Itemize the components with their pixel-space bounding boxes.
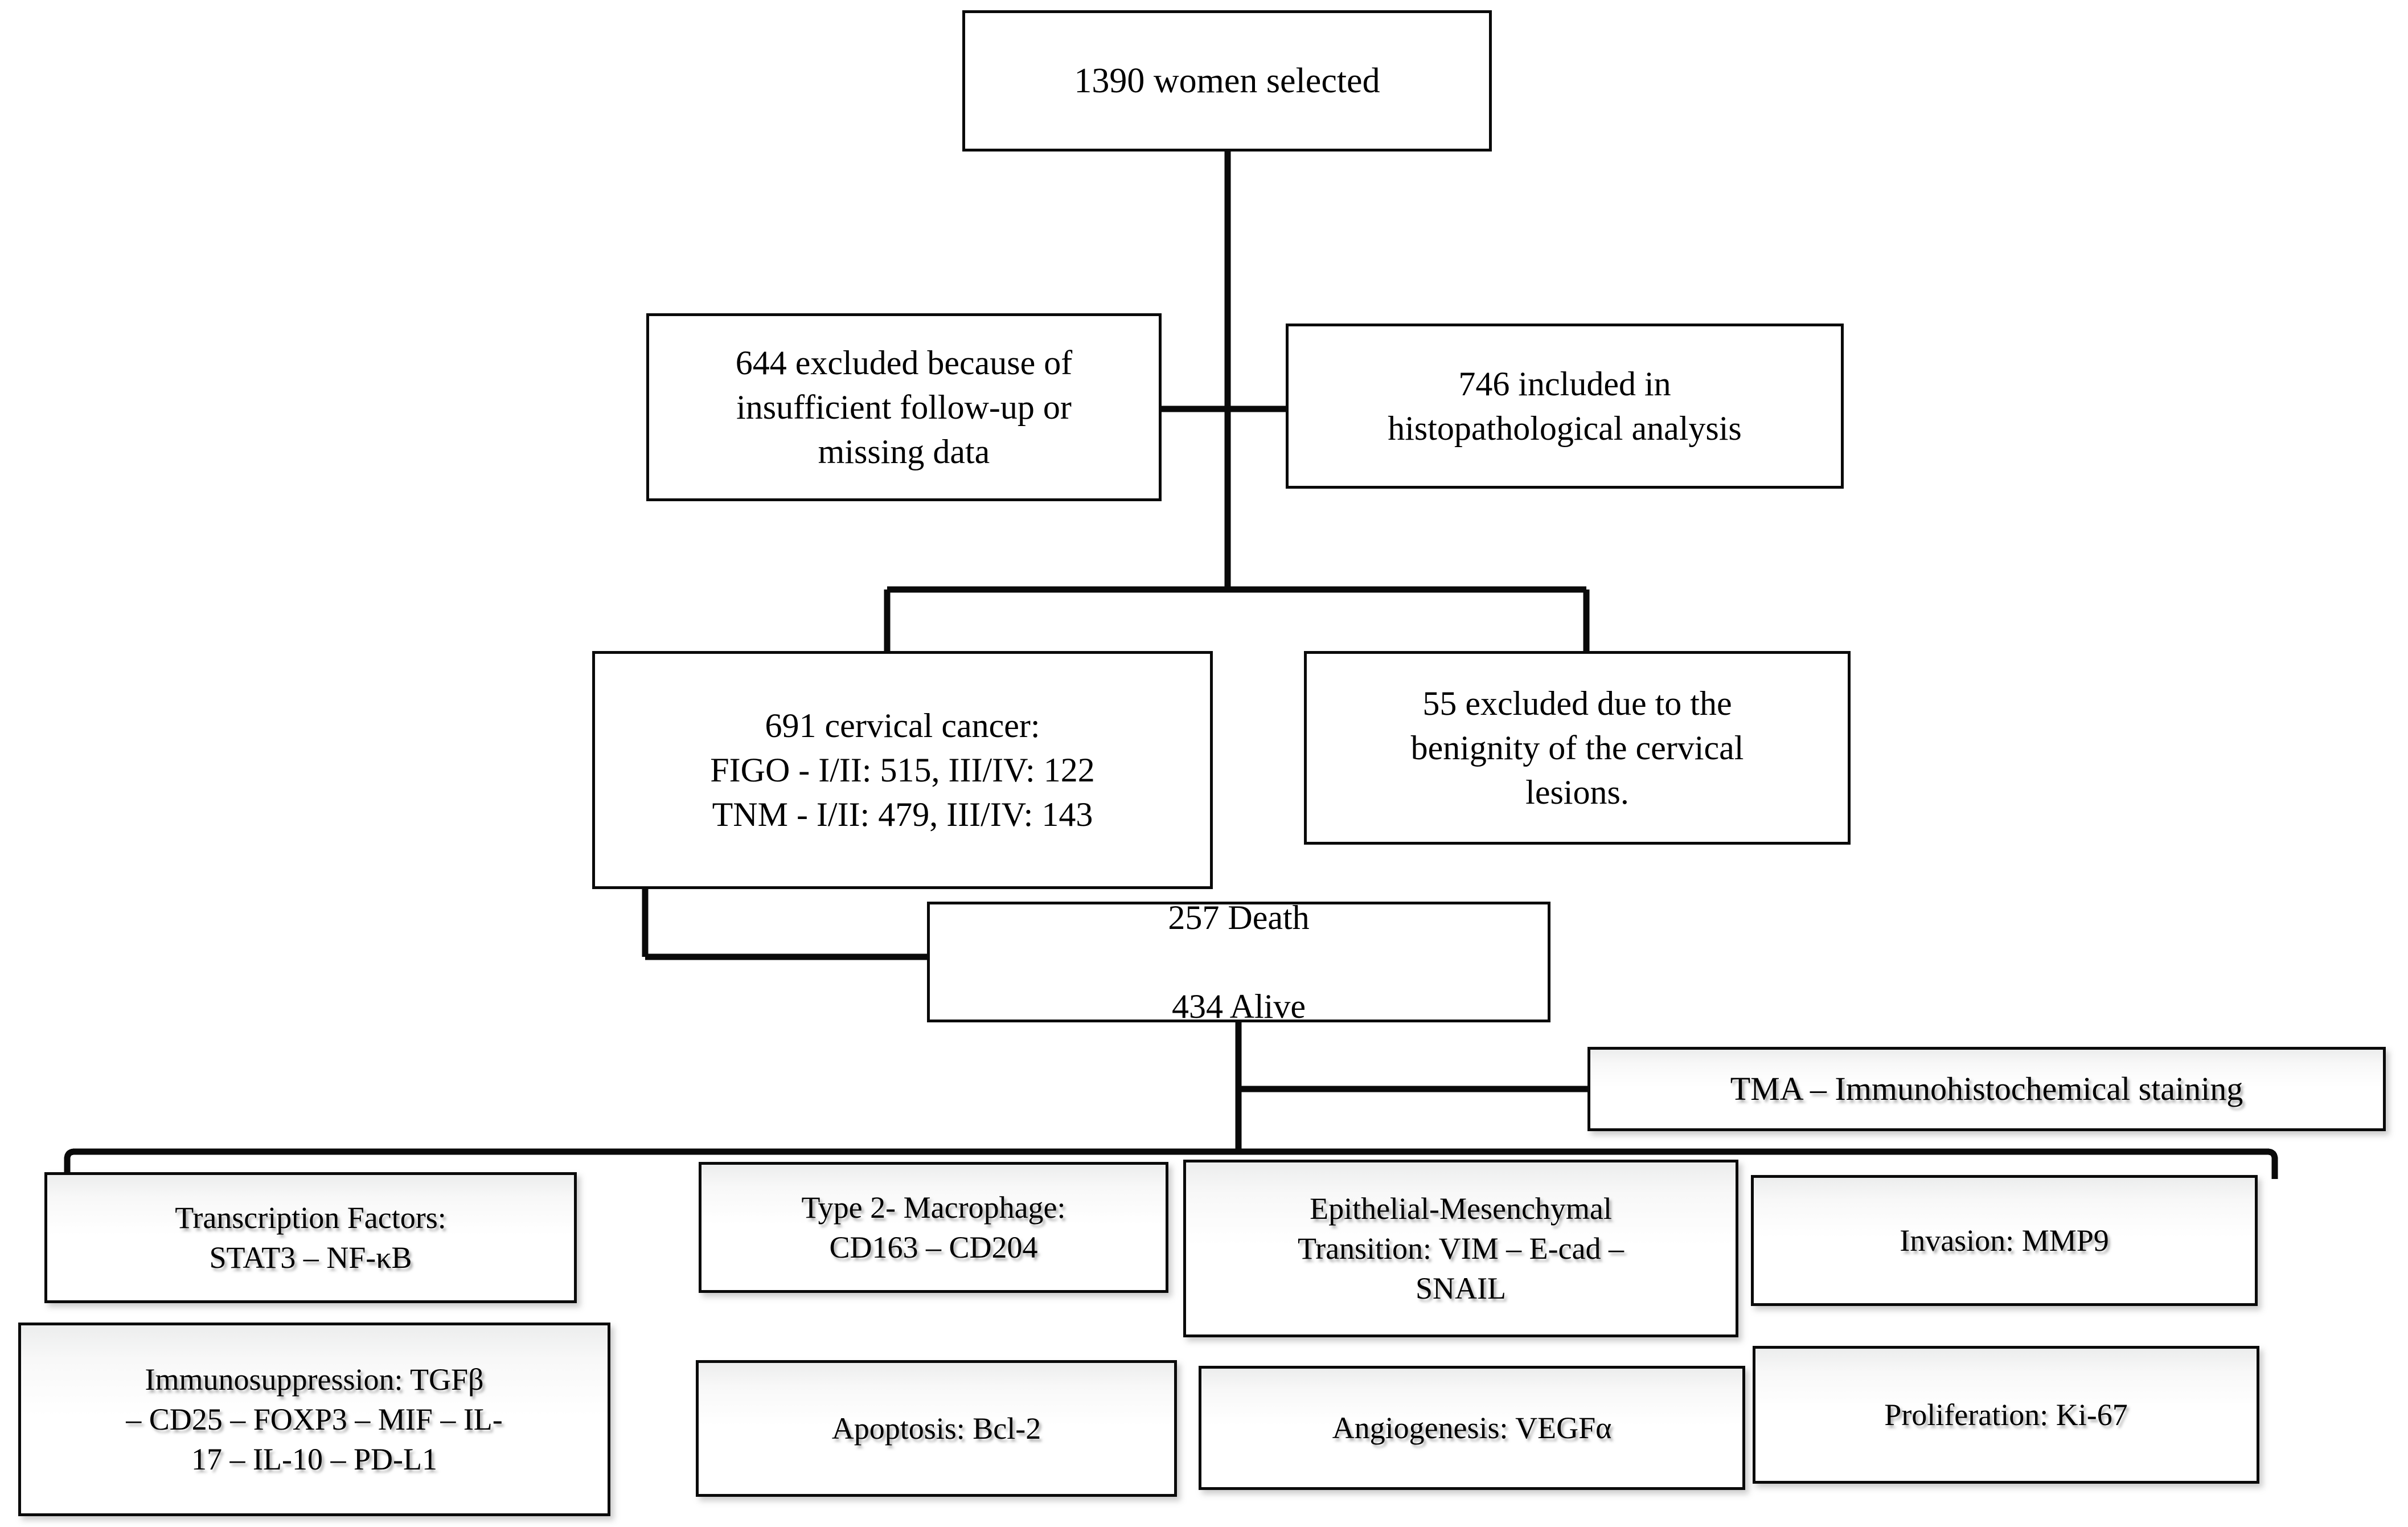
node-apoptosis: Apoptosis: Bcl-2 <box>696 1360 1177 1497</box>
node-cervical-cancer: 691 cervical cancer: FIGO - I/II: 515, I… <box>592 651 1213 889</box>
node-angiogenesis: Angiogenesis: VEGFα <box>1199 1366 1745 1490</box>
node-excluded-followup-label: 644 excluded because of insufficient fol… <box>735 344 1073 470</box>
node-macrophage-label: Type 2- Macrophage: CD163 – CD204 <box>801 1190 1066 1264</box>
node-apoptosis-label: Apoptosis: Bcl-2 <box>831 1411 1041 1446</box>
node-proliferation: Proliferation: Ki-67 <box>1753 1346 2259 1484</box>
node-included-histopathology: 746 included in histopathological analys… <box>1286 324 1844 489</box>
node-outcome-label: 257 Death 434 Alive <box>1168 899 1310 1025</box>
node-cervical-cancer-label: 691 cervical cancer: FIGO - I/II: 515, I… <box>710 707 1095 833</box>
node-emt-label: Epithelial-Mesenchymal Transition: VIM –… <box>1298 1191 1624 1306</box>
node-women-selected: 1390 women selected <box>962 10 1492 152</box>
node-invasion-label: Invasion: MMP9 <box>1900 1223 2109 1258</box>
node-emt: Epithelial-Mesenchymal Transition: VIM –… <box>1183 1160 1738 1337</box>
node-transcription-factors-label: Transcription Factors: STAT3 – NF-κB <box>175 1200 446 1275</box>
node-immunosuppression: Immunosuppression: TGFβ – CD25 – FOXP3 –… <box>18 1323 610 1516</box>
node-excluded-benign: 55 excluded due to the benignity of the … <box>1304 651 1851 845</box>
node-tma-label: TMA – Immunohistochemical staining <box>1730 1070 2243 1108</box>
node-invasion: Invasion: MMP9 <box>1751 1175 2258 1306</box>
node-excluded-benign-label: 55 excluded due to the benignity of the … <box>1410 685 1744 811</box>
node-women-selected-label: 1390 women selected <box>1074 61 1380 100</box>
node-angiogenesis-label: Angiogenesis: VEGFα <box>1332 1410 1612 1445</box>
node-excluded-followup: 644 excluded because of insufficient fol… <box>646 313 1162 501</box>
node-immunosuppression-label: Immunosuppression: TGFβ – CD25 – FOXP3 –… <box>126 1362 503 1477</box>
node-tma: TMA – Immunohistochemical staining <box>1587 1047 2386 1131</box>
node-included-histopathology-label: 746 included in histopathological analys… <box>1388 365 1742 447</box>
node-transcription-factors: Transcription Factors: STAT3 – NF-κB <box>44 1172 577 1303</box>
node-proliferation-label: Proliferation: Ki-67 <box>1884 1397 2128 1432</box>
node-outcome: 257 Death 434 Alive <box>927 899 1550 1025</box>
node-macrophage: Type 2- Macrophage: CD163 – CD204 <box>699 1162 1168 1293</box>
